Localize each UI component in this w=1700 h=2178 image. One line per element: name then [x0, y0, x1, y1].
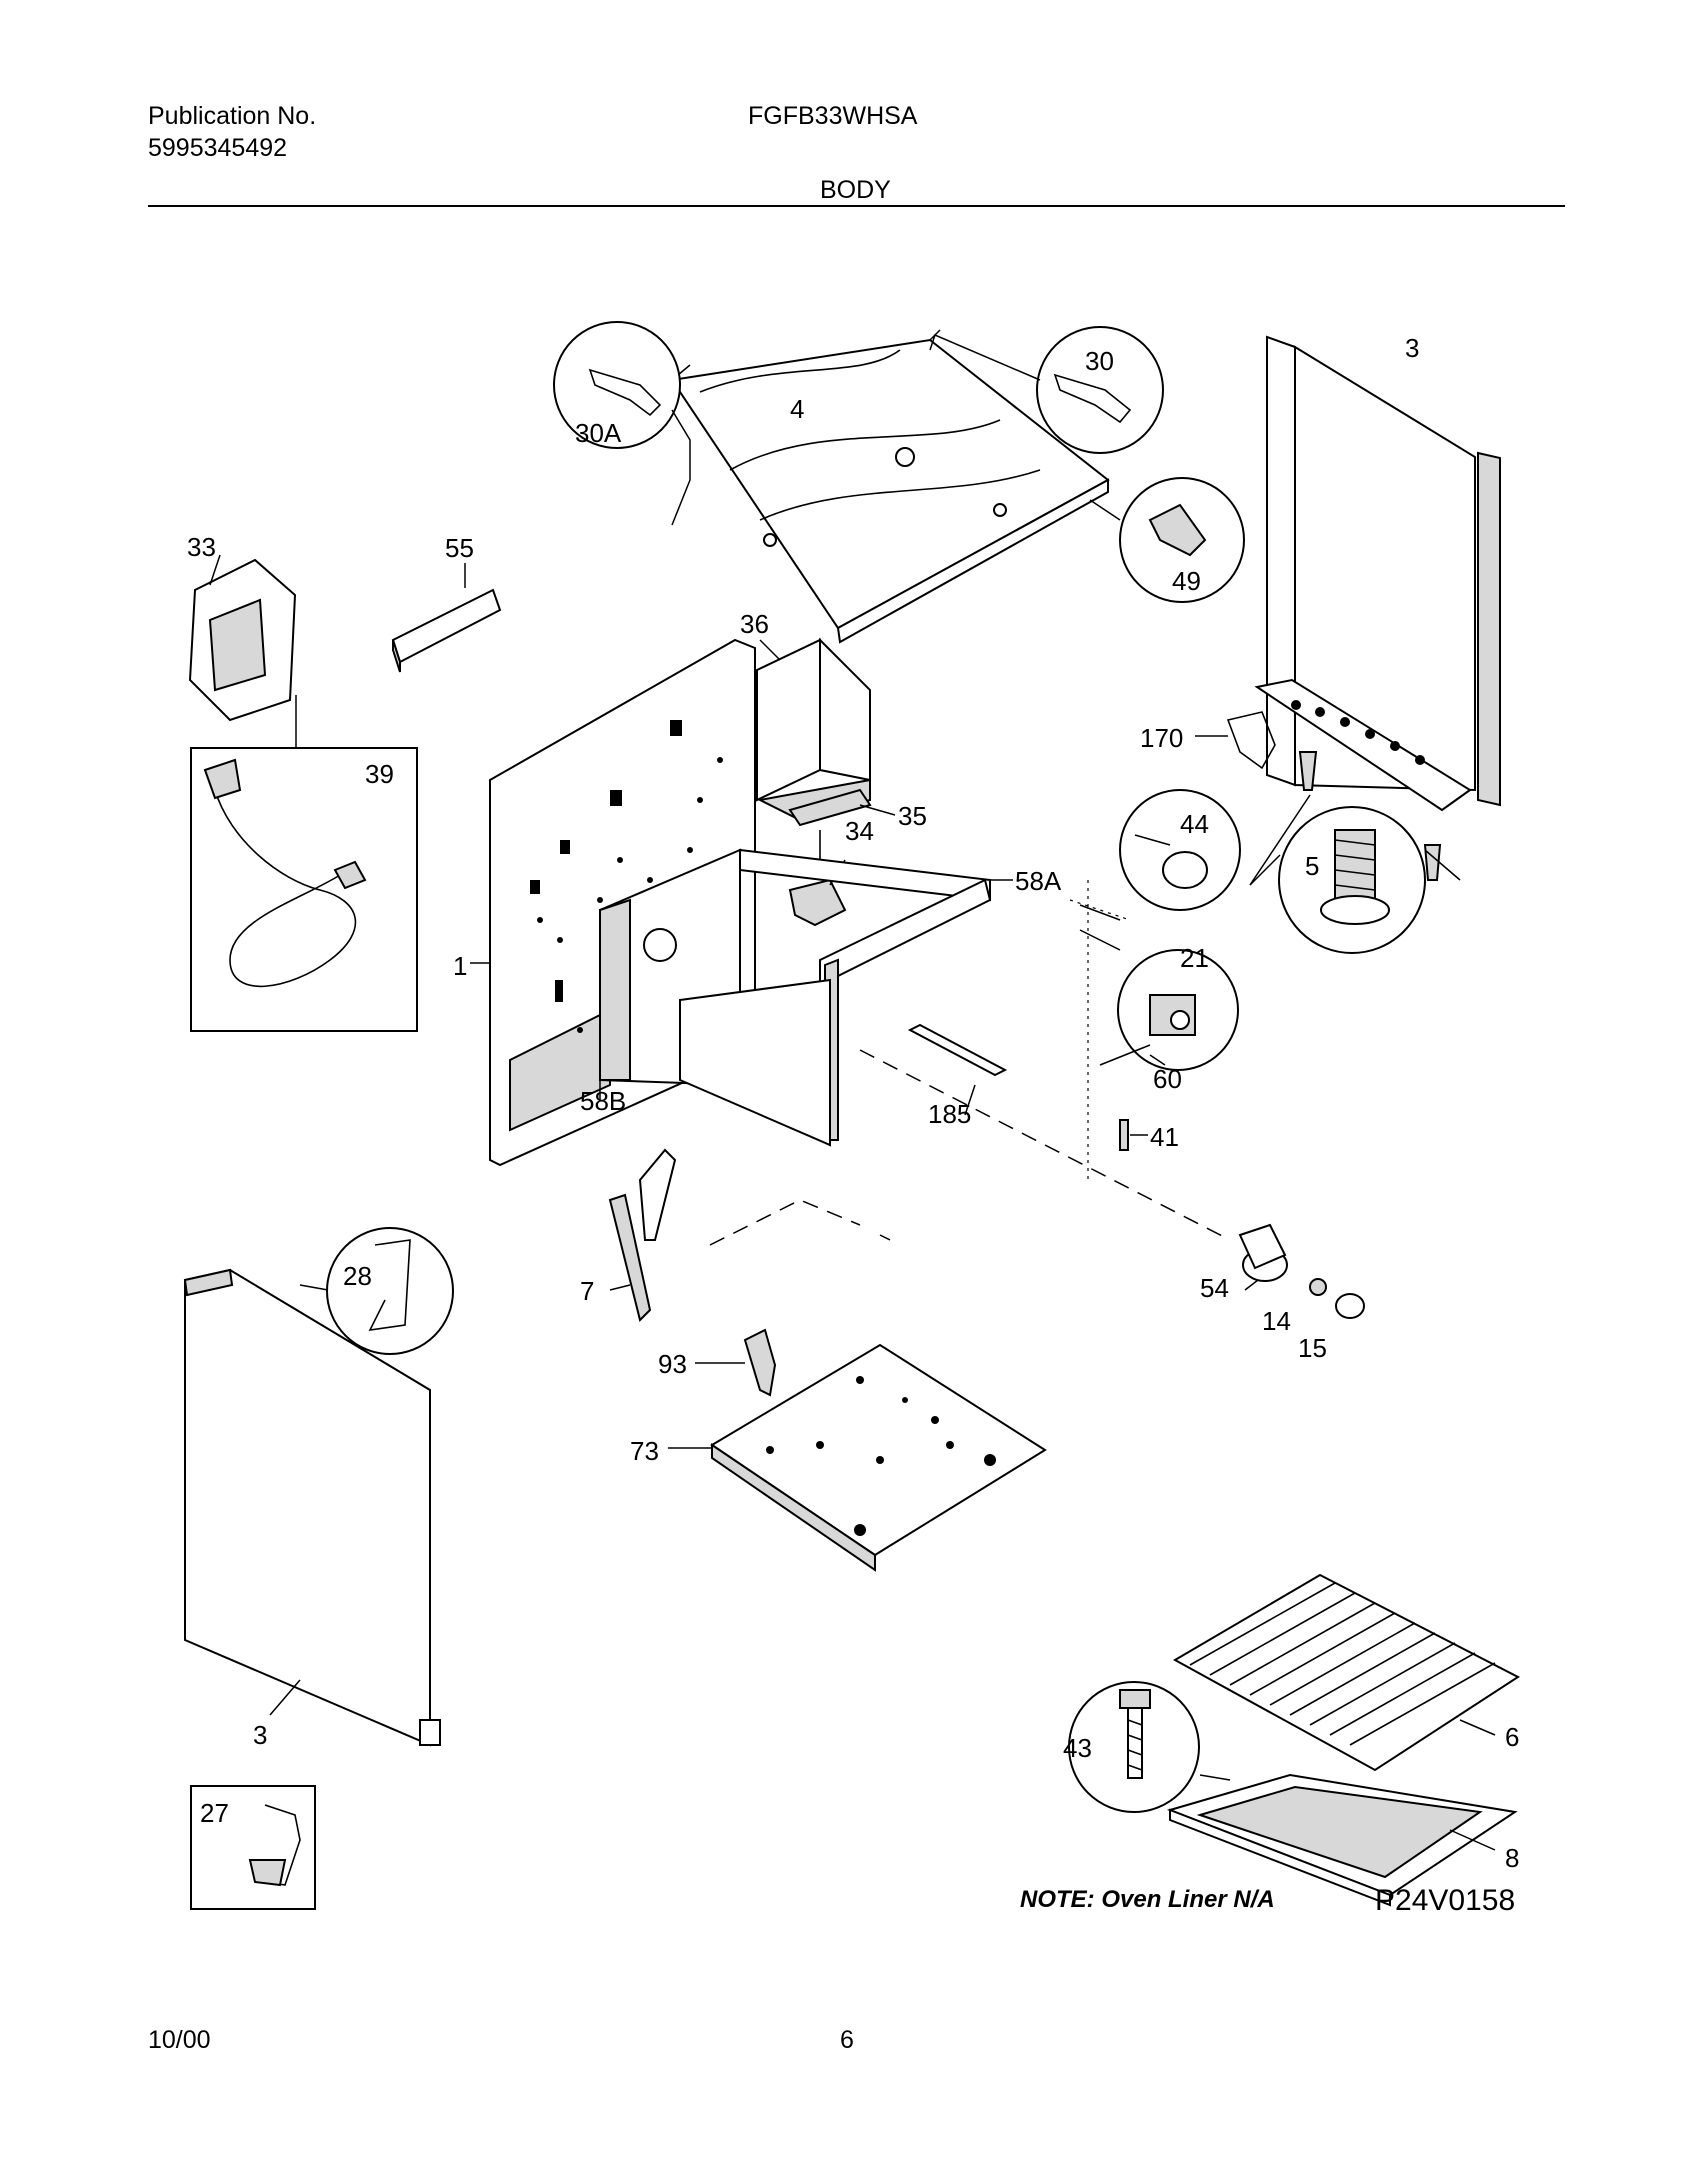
callout-43: 43 — [1063, 1733, 1092, 1763]
part-clip-60 — [1099, 1044, 1166, 1066]
part-insulation-58a — [679, 848, 1013, 1147]
callout-labels: 1 3 3 4 5 6 7 8 14 15 21 27 28 30 30A 33… — [187, 333, 1519, 1873]
part-duct-36 — [756, 637, 871, 822]
part-clip-27-box — [190, 1785, 316, 1910]
section-title: BODY — [820, 176, 891, 204]
callout-30: 30 — [1085, 346, 1114, 376]
publication-number: 5995345492 — [148, 134, 288, 162]
publication-label: Publication No. — [148, 102, 317, 130]
callout-14: 14 — [1262, 1306, 1291, 1336]
part-hinge-7 — [608, 1148, 677, 1322]
part-oven-bottom-73 — [668, 1343, 1047, 1572]
header-rule — [148, 205, 1565, 207]
callout-7: 7 — [580, 1276, 594, 1306]
page-number: 6 — [840, 2026, 854, 2054]
part-top-panel — [670, 329, 1110, 644]
part-clip-41 — [1119, 1119, 1148, 1151]
callout-39: 39 — [365, 759, 394, 789]
callout-1: 1 — [453, 951, 467, 981]
part-gasket-35-34 — [788, 788, 896, 927]
callout-36: 36 — [740, 609, 769, 639]
callout-44: 44 — [1180, 809, 1209, 839]
part-bracket-33 — [188, 554, 297, 748]
callout-93: 93 — [658, 1349, 687, 1379]
part-side-panel-right — [1254, 335, 1501, 812]
diagram-code: P24V0158 — [1375, 1884, 1515, 1917]
cavity-guide-line — [709, 1199, 891, 1246]
part-circle-30 — [929, 326, 1164, 454]
callout-6: 6 — [1505, 1722, 1519, 1752]
callout-30a: 30A — [575, 418, 622, 448]
part-circle-43 — [1068, 1681, 1231, 1813]
part-bracket-93 — [695, 1328, 777, 1397]
cavity-guide-line — [1069, 899, 1131, 921]
oven-liner-note: NOTE: Oven Liner N/A — [1020, 1886, 1275, 1913]
callout-55: 55 — [445, 533, 474, 563]
part-circle-49 — [1089, 477, 1245, 603]
part-oven-rack-6 — [1172, 1573, 1520, 1772]
callout-21: 21 — [1180, 943, 1209, 973]
part-circle-5 — [1249, 794, 1461, 954]
callout-33: 33 — [187, 532, 216, 562]
callout-185: 185 — [928, 1099, 971, 1129]
part-circle-30a — [553, 321, 691, 526]
callout-35: 35 — [898, 801, 927, 831]
callout-49: 49 — [1172, 566, 1201, 596]
callout-28: 28 — [343, 1261, 372, 1291]
callout-8: 8 — [1505, 1843, 1519, 1873]
part-trim-55 — [391, 563, 502, 673]
callout-41: 41 — [1150, 1122, 1179, 1152]
part-circle-21 — [1079, 929, 1239, 1071]
part-side-panel-left — [183, 1268, 441, 1747]
part-power-cord-box — [190, 747, 418, 1032]
callout-15: 15 — [1298, 1333, 1327, 1363]
callout-27: 27 — [200, 1798, 229, 1828]
part-broil-pan-8 — [1166, 1773, 1518, 1907]
callout-60: 60 — [1153, 1064, 1182, 1094]
callout-73: 73 — [630, 1436, 659, 1466]
callout-54: 54 — [1200, 1273, 1229, 1303]
callout-170: 170 — [1140, 723, 1183, 753]
model-number: FGFB33WHSA — [748, 102, 918, 130]
callout-34: 34 — [845, 816, 874, 846]
part-trim-185 — [907, 1023, 1008, 1116]
callout-3-left: 3 — [253, 1720, 267, 1750]
part-bracket-170 — [1195, 711, 1442, 881]
callout-58a: 58A — [1015, 866, 1062, 896]
callout-3-side: 3 — [1405, 333, 1419, 363]
callout-4: 4 — [790, 394, 804, 424]
part-circle-28 — [299, 1227, 454, 1355]
part-circle-44 — [1079, 789, 1241, 921]
callout-5: 5 — [1305, 851, 1319, 881]
footer-date: 10/00 — [148, 2026, 211, 2054]
part-lamp-assembly — [859, 1049, 1365, 1319]
callout-58b: 58B — [580, 1086, 626, 1116]
